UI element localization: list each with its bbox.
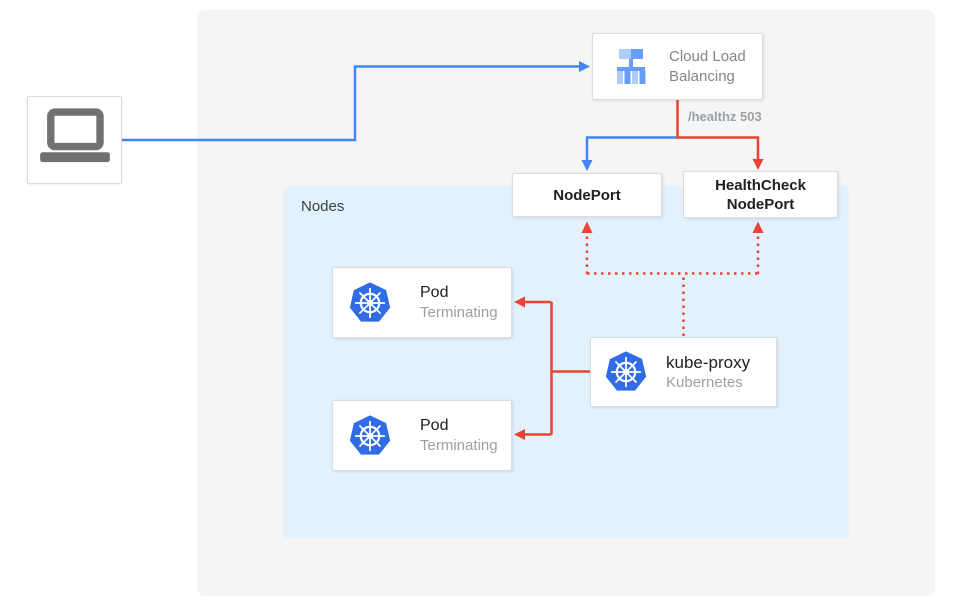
kubernetes-icon [349,414,391,455]
nodeport-box: NodePort [512,173,662,217]
kubernetes-icon [349,281,391,322]
pod-box-2: Pod Terminating [332,400,512,471]
kube-proxy-title: kube-proxy [666,352,751,372]
pod-title: Pod [420,417,449,434]
pod-title: Pod [420,284,449,301]
nodes-region-label: Nodes [301,198,345,215]
kubernetes-icon [605,351,647,391]
pod-status: Terminating [420,437,498,454]
pod-box-1: Pod Terminating [332,267,512,338]
client-box [27,96,122,184]
kube-proxy-box: kube-proxy Kubernetes [590,337,777,407]
healthz-status-label: /healthz 503 [688,109,762,124]
laptop-icon [39,108,110,163]
cloud-load-balancing-icon [617,48,646,84]
healthcheck-nodeport-box: HealthCheck NodePort [683,171,838,218]
cloud-load-balancing-box: Cloud Load Balancing [592,33,763,100]
cloud-load-balancing-label: Cloud Load Balancing [669,47,746,85]
pod-status: Terminating [420,304,498,321]
kube-proxy-subtitle: Kubernetes [666,373,743,391]
